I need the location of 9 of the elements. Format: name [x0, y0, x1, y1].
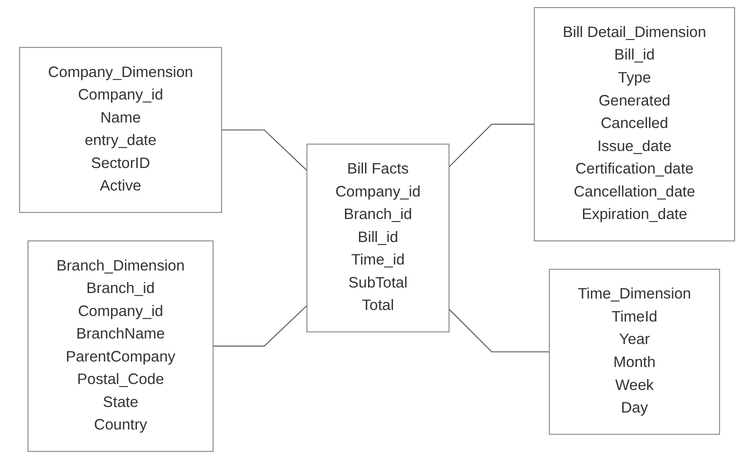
- connector: [221, 129, 308, 171]
- connector: [448, 124, 536, 168]
- node-box: Bill Facts Company_id Branch_id Bill_id Time_id SubTotal Total: [306, 144, 450, 332]
- connector: [213, 305, 308, 347]
- connector: [448, 308, 550, 352]
- node-box: Branch_Dimension Branch_id Company_id BranchName ParentCompany Postal_Code State Country: [28, 240, 214, 452]
- node-box: Time_Dimension TimeId Year Month Week Day: [549, 268, 720, 435]
- node-box: Bill Detail_Dimension Bill_id Type Generated Cancelled Issue_date Certification_date Cancellation_date Expiration_date: [534, 7, 736, 242]
- node-box: Company_Dimension Company_id Name entry_date SectorID Active: [20, 46, 222, 213]
